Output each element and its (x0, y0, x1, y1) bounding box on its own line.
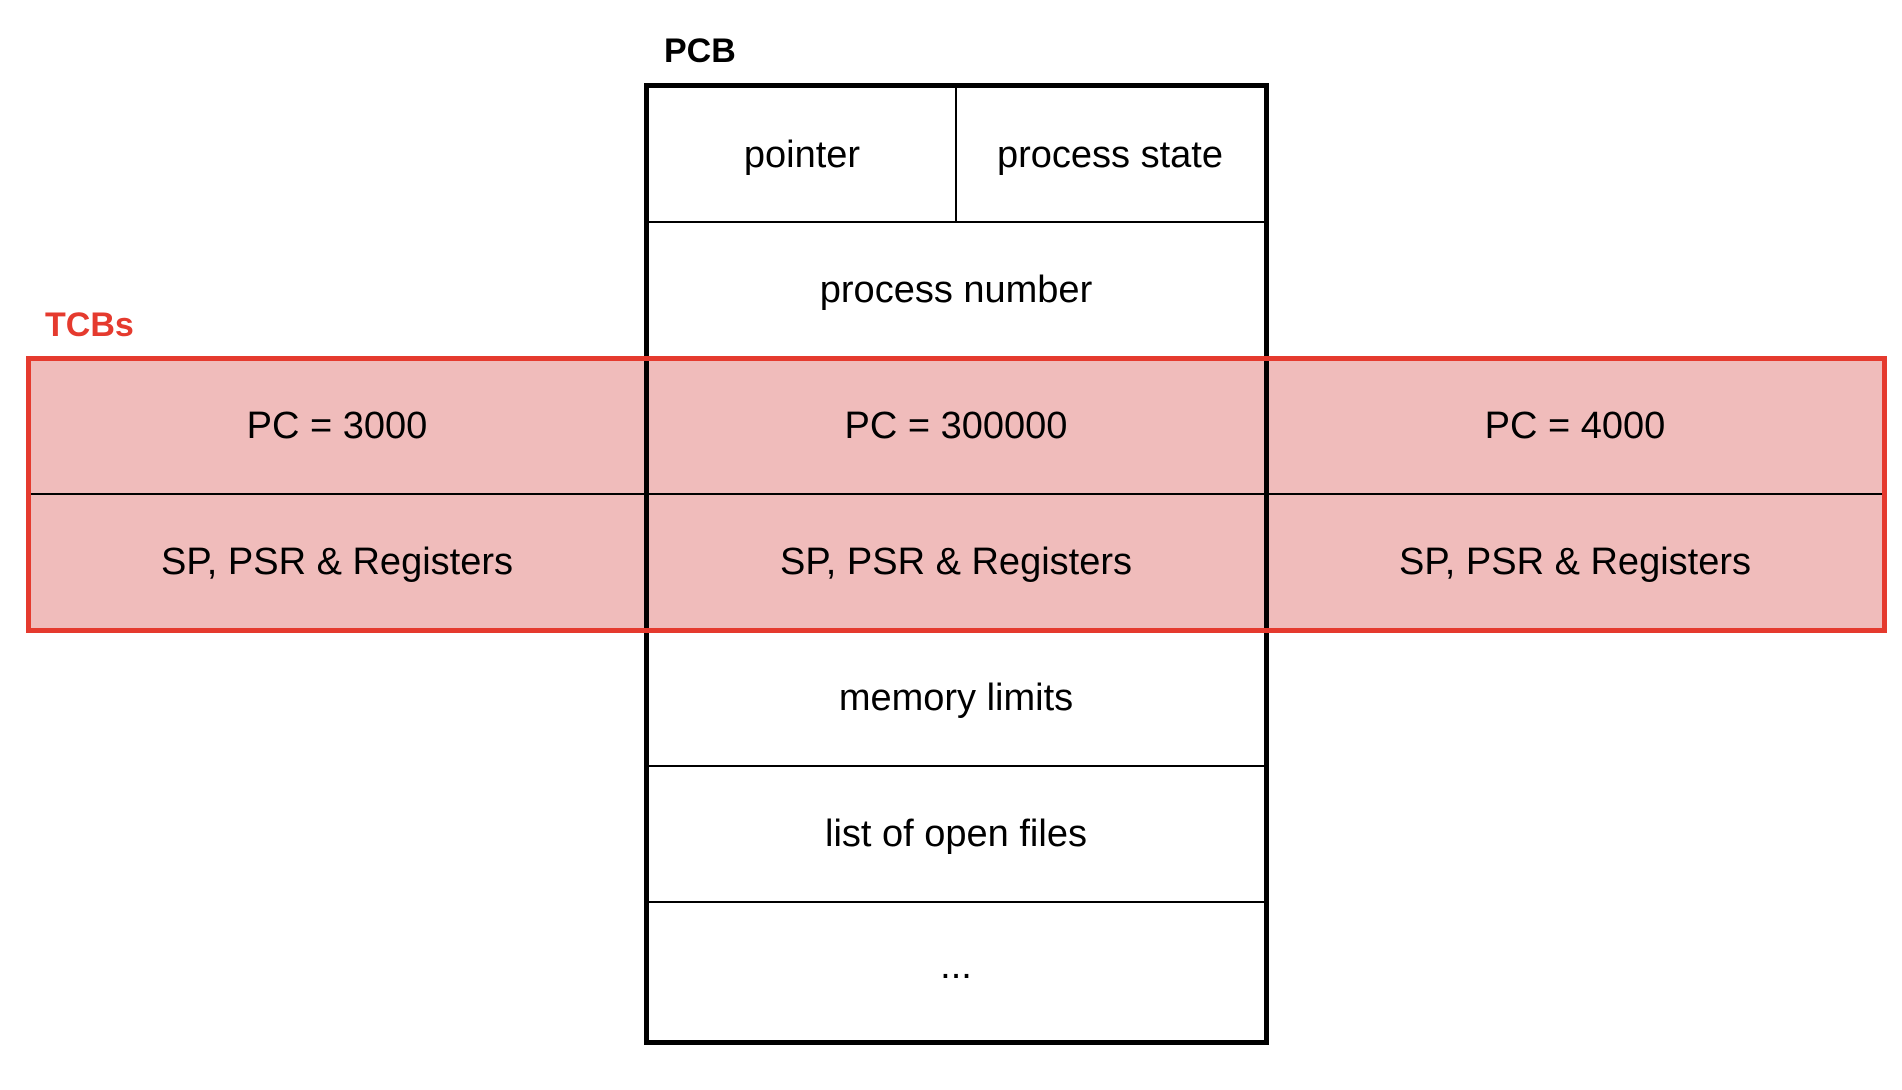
pcb-open-files-cell: list of open files (825, 812, 1087, 855)
tcb-2-pc-cell: PC = 300000 (844, 404, 1068, 447)
pcb-title: PCB (664, 32, 736, 70)
pcb-top-vertical-divider (955, 88, 957, 222)
pcb-ellipsis-cell: ... (940, 944, 972, 987)
pcb-process-number-cell: process number (819, 268, 1093, 311)
tcb-3-pc-cell: PC = 4000 (1484, 404, 1666, 447)
pcb-divider-2 (648, 765, 1264, 767)
pcb-memory-limits-cell: memory limits (838, 676, 1074, 719)
tcb-3-regs-cell: SP, PSR & Registers (1398, 540, 1751, 583)
pcb-process-state-cell: process state (997, 133, 1223, 176)
pcb-outline (644, 83, 1269, 1045)
tcb-1-regs-cell: SP, PSR & Registers (160, 540, 513, 583)
tcbs-title: TCBs (45, 306, 134, 344)
tcb-outline (26, 356, 1887, 633)
tcb-2-regs-cell: SP, PSR & Registers (779, 540, 1132, 583)
pcb-divider-1 (648, 221, 1264, 223)
tcb-row-divider (28, 493, 1884, 495)
pcb-pointer-cell: pointer (743, 133, 861, 176)
pcb-divider-3 (648, 901, 1264, 903)
tcb-1-pc-cell: PC = 3000 (246, 404, 428, 447)
